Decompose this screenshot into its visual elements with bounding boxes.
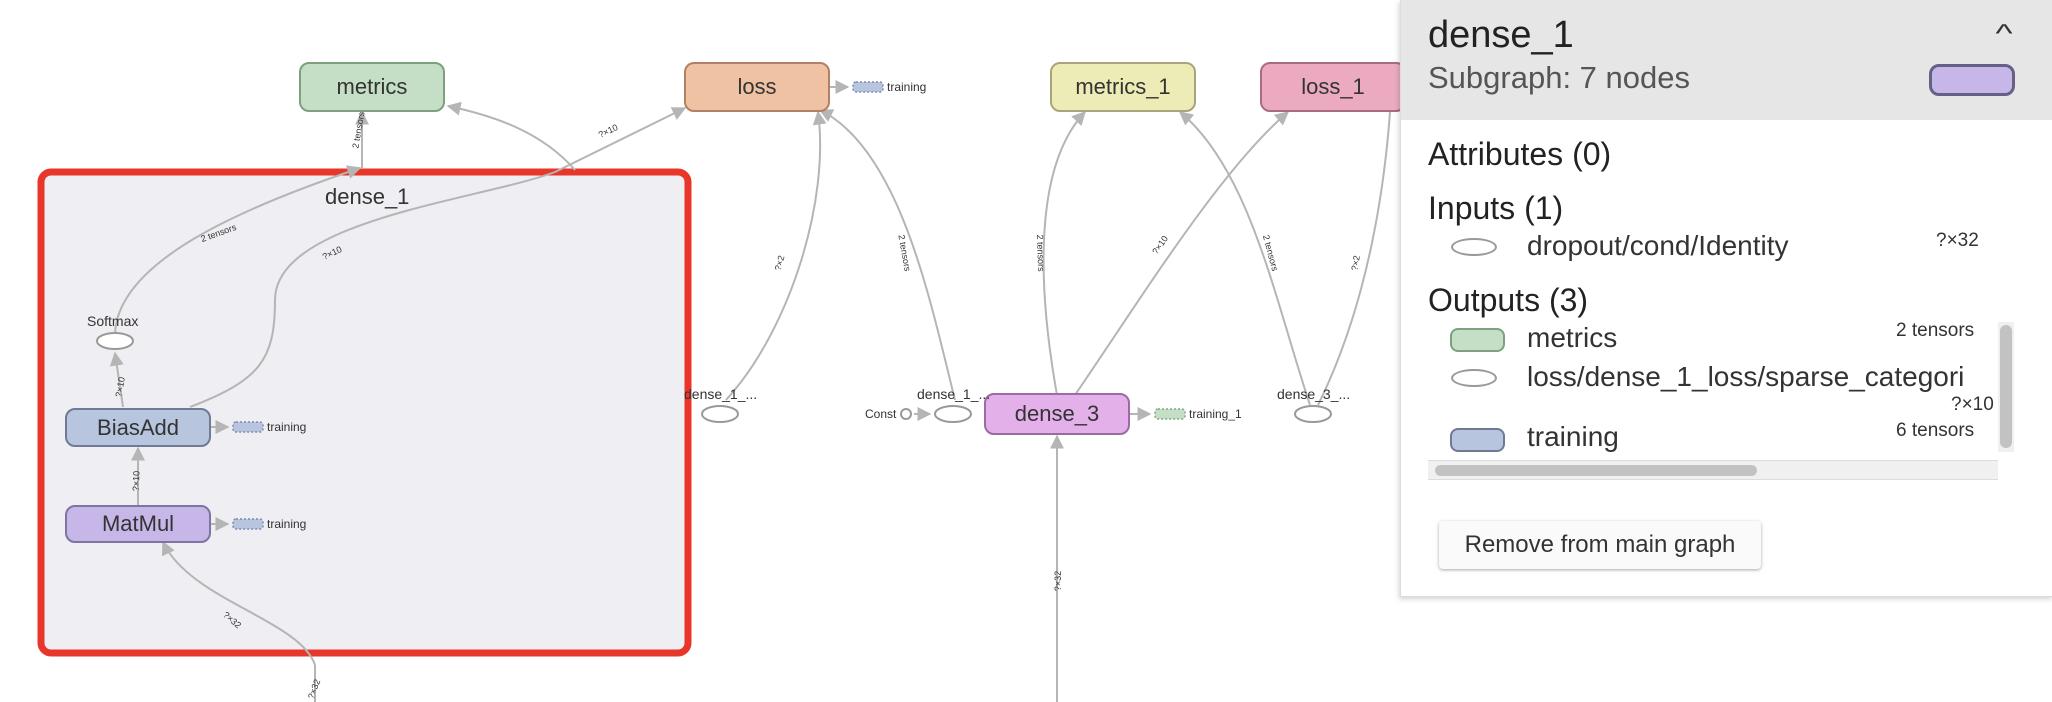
edge-label: ?×10 <box>130 470 142 492</box>
node-loss-1-label: loss_1 <box>1301 74 1365 99</box>
edge-dense1a-loss <box>725 110 827 401</box>
output-swatch-metrics <box>1450 328 1505 352</box>
output-name[interactable]: metrics <box>1527 322 1618 353</box>
node-matmul[interactable]: MatMul <box>65 505 211 543</box>
edge-dense1b-loss <box>818 109 956 401</box>
attributes-heading: Attributes (0) <box>1428 136 1612 172</box>
dense-1-b-label: dense_1_... <box>917 386 991 402</box>
node-color-swatch <box>1929 64 2015 96</box>
node-info-panel: dense_1 Subgraph: 7 nodes ^ Attributes (… <box>1400 0 2052 597</box>
output-name[interactable]: training <box>1527 421 1619 452</box>
dense3-training1-chip <box>1154 408 1186 420</box>
edge-dense3-metrics1 <box>1042 110 1086 396</box>
edge-biasadd-softmax <box>109 351 124 408</box>
dense3-training1-label: training_1 <box>1189 407 1242 421</box>
node-metrics-1-label: metrics_1 <box>1075 74 1171 99</box>
node-biasadd-label: BiasAdd <box>97 414 179 440</box>
dense-3-a-label: dense_3_... <box>1277 386 1351 402</box>
output-meta: 2 tensors <box>1896 320 1975 341</box>
outputs-heading: Outputs (3) <box>1428 282 1589 318</box>
output-ellipse-icon <box>1451 369 1497 387</box>
edge-label: ?×32 <box>1053 570 1064 592</box>
info-panel-title: dense_1 <box>1428 14 1574 56</box>
dense-1-b-ellipse <box>934 405 972 423</box>
edge-softmax-metrics <box>114 165 362 337</box>
node-loss-label: loss <box>737 74 777 99</box>
info-panel-subtitle: Subgraph: 7 nodes <box>1428 60 1690 95</box>
edge-to-metrics-2 <box>446 101 576 171</box>
outputs-vertical-scroll-thumb[interactable] <box>2000 325 2012 448</box>
chevron-up-icon[interactable]: ^ <box>1995 18 2013 48</box>
inputs-heading: Inputs (1) <box>1428 190 1564 226</box>
loss-training-chip <box>852 81 884 93</box>
matmul-training-chip <box>232 518 264 530</box>
matmul-training-label: training <box>267 517 307 531</box>
node-dense-3[interactable]: dense_3 <box>984 393 1130 435</box>
node-biasadd[interactable]: BiasAdd <box>65 408 211 447</box>
node-matmul-label: MatMul <box>101 511 175 536</box>
node-metrics[interactable]: metrics <box>299 62 445 112</box>
node-loss[interactable]: loss <box>684 62 830 112</box>
const-circle <box>900 408 912 420</box>
dense-3-a-ellipse <box>1294 405 1332 423</box>
dense-1-a-label: dense_1_... <box>684 386 758 402</box>
input-name[interactable]: dropout/cond/Identity <box>1527 230 1789 261</box>
edge-biasadd-loss <box>189 171 556 408</box>
output-meta: ?×10 <box>1951 394 1994 415</box>
edge-input-matmul <box>161 540 316 666</box>
edge-dense3-loss1 <box>1074 111 1290 396</box>
softmax-ellipse <box>96 332 134 350</box>
outputs-horizontal-scroll-thumb[interactable] <box>1435 465 1757 476</box>
edge-dense3a-metrics1 <box>1178 111 1311 406</box>
edge-label: 2 tensors <box>1034 234 1047 272</box>
input-ellipse-icon <box>1451 238 1497 256</box>
biasadd-training-label: training <box>267 420 307 434</box>
loss-training-label: training <box>887 80 927 94</box>
node-metrics-label: metrics <box>336 74 408 99</box>
node-dense-3-label: dense_3 <box>1014 401 1100 426</box>
output-swatch-training <box>1450 428 1505 452</box>
output-meta: 6 tensors <box>1896 420 1975 441</box>
softmax-label: Softmax <box>87 313 139 329</box>
dense-1-a-ellipse <box>701 405 739 423</box>
output-name[interactable]: loss/dense_1_loss/sparse_categori <box>1527 361 1965 392</box>
const-label: Const <box>865 407 897 421</box>
node-metrics-1[interactable]: metrics_1 <box>1050 62 1196 112</box>
remove-from-main-graph-button[interactable]: Remove from main graph <box>1439 521 1761 569</box>
node-loss-1[interactable]: loss_1 <box>1260 62 1406 112</box>
biasadd-training-chip <box>232 421 264 433</box>
info-panel-header <box>1401 0 2052 120</box>
input-meta: ?×32 <box>1936 230 1979 251</box>
subgraph-title: dense_1 <box>325 184 410 209</box>
